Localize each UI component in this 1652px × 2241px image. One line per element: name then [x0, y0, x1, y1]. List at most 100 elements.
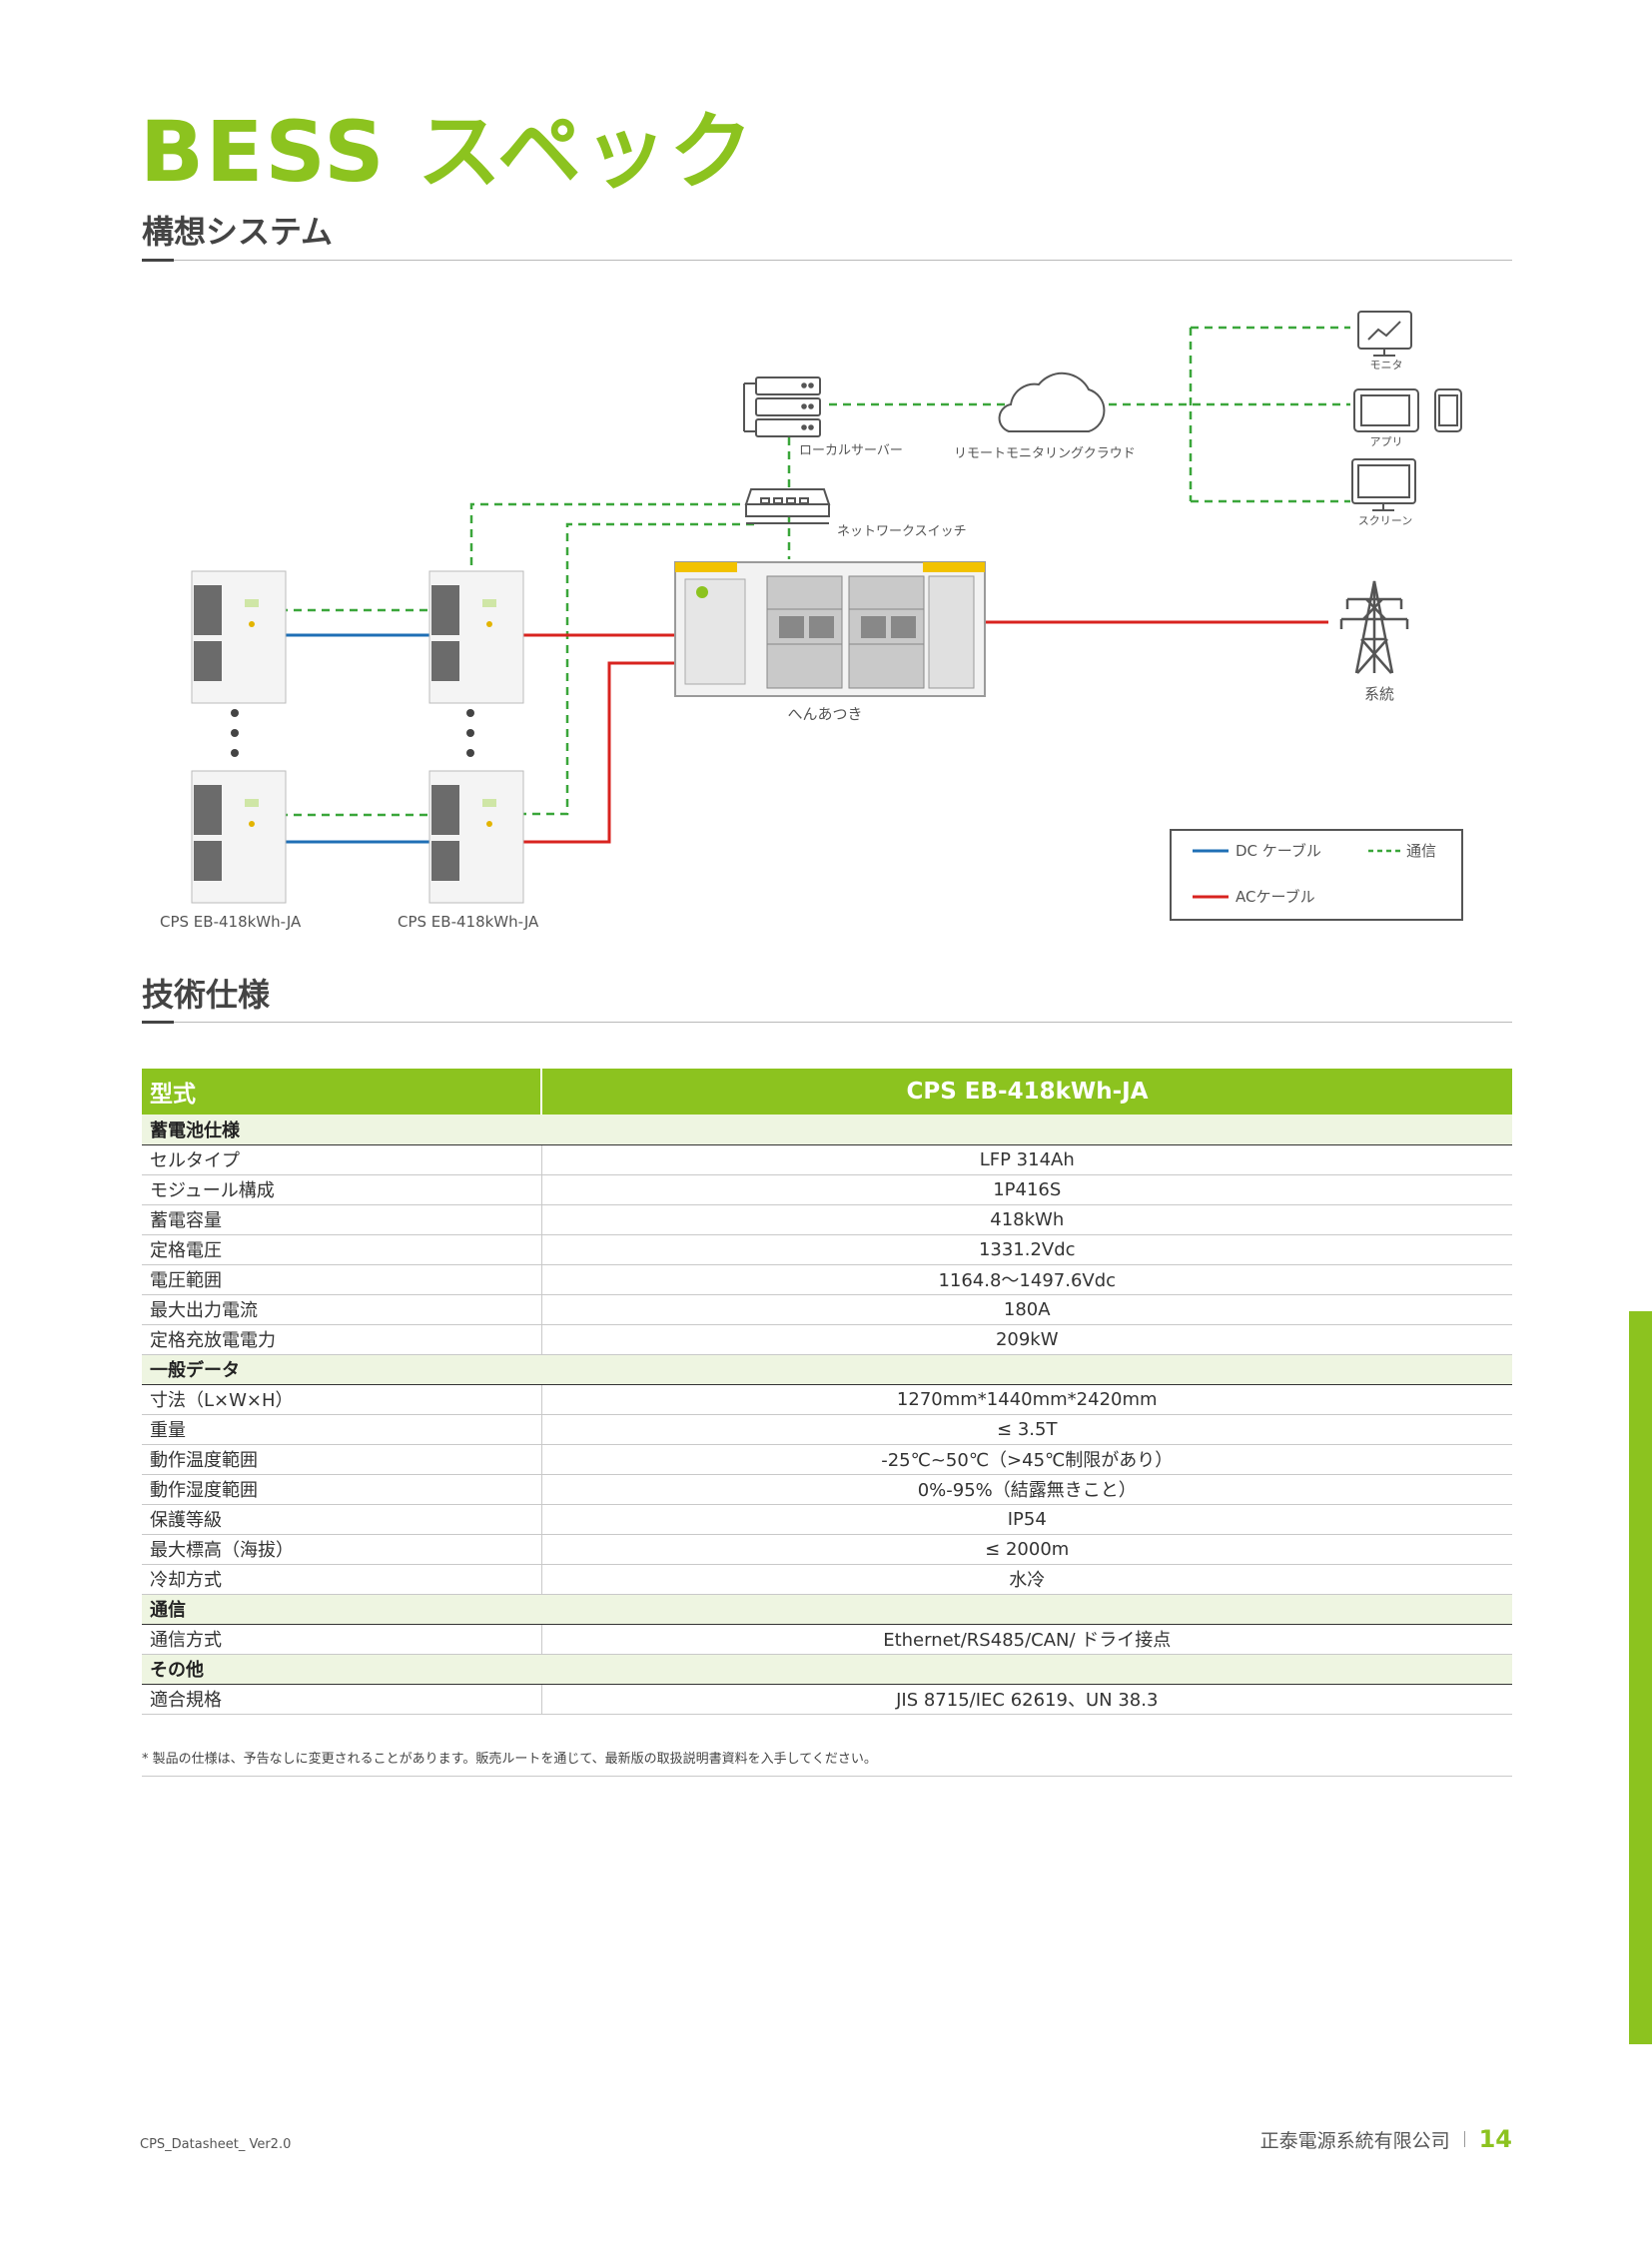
spec-value: 180A [541, 1294, 1512, 1325]
spec-label: モジュール構成 [142, 1174, 542, 1205]
comm-lines [280, 326, 1350, 817]
spec-value: Ethernet/RS485/CAN/ ドライ接点 [541, 1624, 1512, 1655]
table-row: 寸法（L×W×H）1270mm*1440mm*2420mm [142, 1384, 1512, 1415]
page-title: BESS スペック [140, 103, 755, 201]
spec-value: 1331.2Vdc [541, 1234, 1512, 1265]
cabinet-label: CPS EB-418kWh-JA [398, 913, 539, 931]
dc-cable-lines [280, 633, 431, 844]
spec-value: -25℃~50℃（>45℃制限があり） [541, 1444, 1512, 1475]
spec-value: 209kW [541, 1324, 1512, 1355]
table-row: 冷却方式水冷 [142, 1564, 1512, 1595]
ellipsis-dots [231, 709, 474, 757]
section-heading-specs: 技術仕様 [142, 976, 1512, 1024]
spec-label: 電圧範囲 [142, 1264, 542, 1295]
spec-value: ≤ 3.5T [541, 1414, 1512, 1445]
battery-cabinet-image [191, 770, 287, 904]
pcs-container-image [674, 561, 986, 697]
spec-label: 通信方式 [142, 1624, 542, 1655]
phone-icon [1434, 388, 1462, 432]
table-header-row: 型式 CPS EB-418kWh-JA [142, 1069, 1512, 1115]
legend-ac-label: ACケーブル [1236, 888, 1315, 906]
company-name: 正泰電源系統有限公司 [1259, 2129, 1450, 2152]
spec-label: 最大出力電流 [142, 1294, 542, 1325]
screen-icon [1351, 458, 1416, 511]
spec-value: 水冷 [541, 1564, 1512, 1595]
battery-cabinet-image [191, 570, 287, 704]
tablet-icon [1353, 388, 1419, 432]
spec-value: 1P416S [541, 1174, 1512, 1205]
header-type: 型式 [142, 1069, 542, 1115]
group-title: 一般データ [142, 1354, 1512, 1385]
ac-cable-lines [521, 620, 1328, 844]
spec-value: IP54 [541, 1504, 1512, 1535]
table-group-row: その他 [142, 1654, 1512, 1685]
spec-label: 適合規格 [142, 1684, 542, 1715]
group-title: その他 [142, 1654, 1512, 1685]
section-title-system: 構想システム [142, 213, 334, 251]
spec-label: 動作湿度範囲 [142, 1474, 542, 1505]
legend-dc-label: DC ケーブル [1236, 842, 1321, 860]
legend: DC ケーブル 通信 ACケーブル [1170, 829, 1463, 921]
footer: 正泰電源系統有限公司 14 [1260, 2125, 1512, 2153]
divider [142, 260, 1512, 261]
server-icon [743, 376, 821, 437]
spec-value: ≤ 2000m [541, 1534, 1512, 1565]
page-number: 14 [1478, 2125, 1512, 2153]
spec-value: 0%-95%（結露無きこと） [541, 1474, 1512, 1505]
spec-label: 動作温度範囲 [142, 1444, 542, 1475]
group-title: 蓄電池仕様 [142, 1115, 1512, 1145]
disclaimer-note: * 製品の仕様は、予告なしに変更されることがあります。販売ルートを通じて、最新版… [142, 1746, 1512, 1777]
section-heading-system: 構想システム [142, 213, 1512, 262]
cabinet-label: CPS EB-418kWh-JA [160, 913, 302, 931]
cloud-icon [998, 372, 1106, 432]
section-title-specs: 技術仕様 [142, 976, 271, 1014]
screen-label: スクリーン [1358, 514, 1412, 527]
spec-label: 蓄電容量 [142, 1204, 542, 1235]
spec-label: 冷却方式 [142, 1564, 542, 1595]
header-model: CPS EB-418kWh-JA [541, 1069, 1512, 1115]
divider [1463, 2131, 1465, 2147]
pcs-label: へんあつき [787, 705, 862, 723]
document-id: CPS_Datasheet_ Ver2.0 [140, 2137, 292, 2152]
heading-accent [142, 1021, 174, 1024]
network-switch-label: ネットワークスイッチ [837, 524, 967, 539]
local-server-label: ローカルサーバー [799, 443, 903, 458]
spec-value: 418kWh [541, 1204, 1512, 1235]
divider [142, 1022, 1512, 1023]
cloud-label: リモートモニタリングクラウド [954, 446, 1136, 461]
spec-label: 定格充放電電力 [142, 1324, 542, 1355]
monitor-icon [1357, 311, 1412, 357]
spec-label: 保護等級 [142, 1504, 542, 1535]
monitor-label: モニタ [1370, 359, 1403, 372]
table-group-row: 蓄電池仕様 [142, 1115, 1512, 1145]
spec-label: 最大標高（海拔） [142, 1534, 542, 1565]
table-row: 動作温度範囲-25℃~50℃（>45℃制限があり） [142, 1444, 1512, 1475]
spec-label: セルタイプ [142, 1144, 542, 1175]
table-row: 最大標高（海拔）≤ 2000m [142, 1534, 1512, 1565]
table-group-row: 通信 [142, 1594, 1512, 1625]
legend-comm-label: 通信 [1406, 842, 1436, 860]
power-tower-icon [1339, 580, 1409, 674]
spec-label: 寸法（L×W×H） [142, 1384, 542, 1415]
spec-value: LFP 314Ah [541, 1144, 1512, 1175]
battery-cabinet-image [428, 570, 524, 704]
battery-cabinet-image [428, 770, 524, 904]
spec-label: 重量 [142, 1414, 542, 1445]
network-switch-icon [744, 488, 831, 524]
spec-value: JIS 8715/IEC 62619、UN 38.3 [541, 1684, 1512, 1715]
side-accent-bar [1629, 1311, 1652, 2044]
system-diagram: ローカルサーバー リモートモニタリングクラウド ネットワークスイッチ モニタ ア… [160, 311, 1463, 931]
heading-accent [142, 259, 174, 262]
group-title: 通信 [142, 1594, 1512, 1625]
spec-label: 定格電圧 [142, 1234, 542, 1265]
